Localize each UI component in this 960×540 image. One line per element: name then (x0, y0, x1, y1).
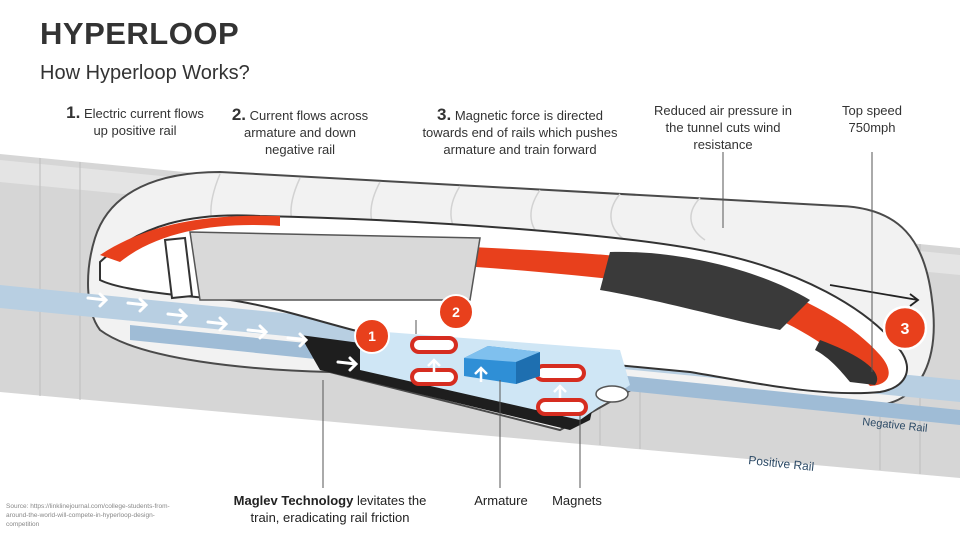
page-title: HYPERLOOP (40, 16, 240, 51)
callout-air-pressure: Reduced air pressure in the tunnel cuts … (653, 103, 793, 152)
positive-rail-label: Positive Rail (748, 453, 815, 474)
marker-1-label: 1 (368, 328, 376, 344)
leader-lines (322, 152, 873, 488)
callout-step-3: 3. Magnetic force is directed towards en… (415, 106, 625, 158)
maglev-label-text: levitates the train, eradicating rail fr… (250, 493, 427, 525)
magnets (410, 336, 588, 416)
callout-step-1-text: Electric current flows up positive rail (83, 106, 204, 138)
callout-step-2: 2. Current flows across armature and dow… (225, 106, 375, 158)
maglev-label-bold: Maglev Technology (233, 493, 354, 508)
current-arrows (86, 292, 399, 376)
cockpit-window (600, 251, 810, 330)
marker-3-label: 3 (901, 321, 910, 338)
callout-step-1: 1. Electric current flows up positive ra… (60, 104, 210, 139)
marker-2-label: 2 (452, 304, 460, 320)
train-nose-trim (815, 340, 878, 385)
marker-1 (354, 318, 390, 354)
callout-step-1-number: 1. (66, 103, 81, 122)
marker-3 (882, 305, 928, 351)
armature (464, 346, 540, 384)
armature-label: Armature (474, 493, 528, 508)
callout-step-2-text: Current flows across armature and down n… (243, 108, 369, 157)
callout-step-3-number: 3. (437, 105, 452, 124)
callout-step-3-text: Magnetic force is directed towards end o… (422, 108, 618, 157)
source-note: Source: https://linklinejournal.com/coll… (6, 503, 170, 528)
callout-top-speed: Top speed 750mph (842, 103, 902, 135)
lift-arrows (427, 358, 567, 398)
train-door (163, 236, 194, 300)
rail-cylinder (595, 385, 629, 403)
marker-2 (438, 294, 474, 330)
train-window-band (189, 231, 481, 301)
callout-step-2-number: 2. (231, 105, 247, 124)
speed-line (829, 284, 920, 307)
magnets-label: Magnets (552, 493, 602, 508)
page-subtitle: How Hyperloop Works? (40, 62, 250, 84)
maglev-label: Maglev Technology levitates the train, e… (225, 492, 435, 526)
